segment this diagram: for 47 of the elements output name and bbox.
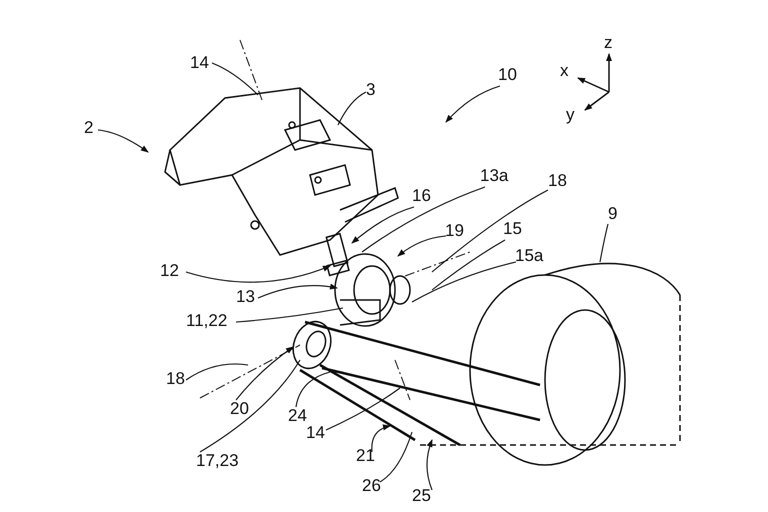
callout-number: 19	[445, 222, 464, 240]
callout-number: 21	[356, 447, 375, 465]
callout-number: 24	[288, 407, 307, 425]
leader-line	[426, 439, 433, 490]
callout-number: 10	[498, 66, 517, 84]
callout-number: 12	[160, 262, 179, 280]
leader-line	[599, 224, 609, 262]
leader-line	[326, 388, 400, 430]
callout-number: 18	[166, 370, 185, 388]
callout-number: 13a	[480, 167, 508, 185]
leader-line	[362, 186, 486, 252]
callout-number: 16	[412, 187, 431, 205]
leader-line	[200, 360, 300, 452]
callout-number: 11,22	[186, 312, 228, 330]
leader-line	[236, 307, 344, 323]
callout-number: 15	[503, 220, 522, 238]
callout-number: 13	[236, 288, 255, 306]
callout-number: 26	[362, 477, 381, 495]
callout-number: 14	[306, 424, 325, 442]
callout-number: 20	[230, 400, 249, 418]
leader-line	[338, 92, 366, 126]
leader-line	[295, 371, 330, 408]
callout-number: 15a	[515, 247, 544, 265]
leader-line	[351, 206, 414, 244]
leader-line	[236, 346, 294, 400]
callout-number: 17,23	[196, 452, 239, 470]
leader-line	[258, 284, 338, 299]
axis-label: z	[604, 34, 612, 52]
callout-number: 9	[608, 205, 618, 223]
leader-line	[371, 424, 391, 452]
leader-line	[412, 261, 516, 302]
callout-number: 2	[84, 119, 94, 137]
leader-line	[186, 265, 331, 283]
axis-label: x	[560, 62, 568, 80]
callout-number: 14	[190, 54, 209, 72]
callout-number: 18	[548, 172, 567, 190]
leader-line	[445, 85, 500, 123]
axis-label: y	[566, 106, 574, 124]
leader-line	[397, 235, 446, 257]
leader-line	[432, 190, 548, 272]
leader-line	[98, 129, 149, 153]
leader-line	[380, 432, 413, 482]
leader-line	[432, 240, 506, 290]
leader-line	[212, 62, 258, 96]
callout-number: 3	[366, 81, 376, 99]
callout-number: 25	[412, 487, 431, 505]
leader-line	[186, 363, 248, 380]
